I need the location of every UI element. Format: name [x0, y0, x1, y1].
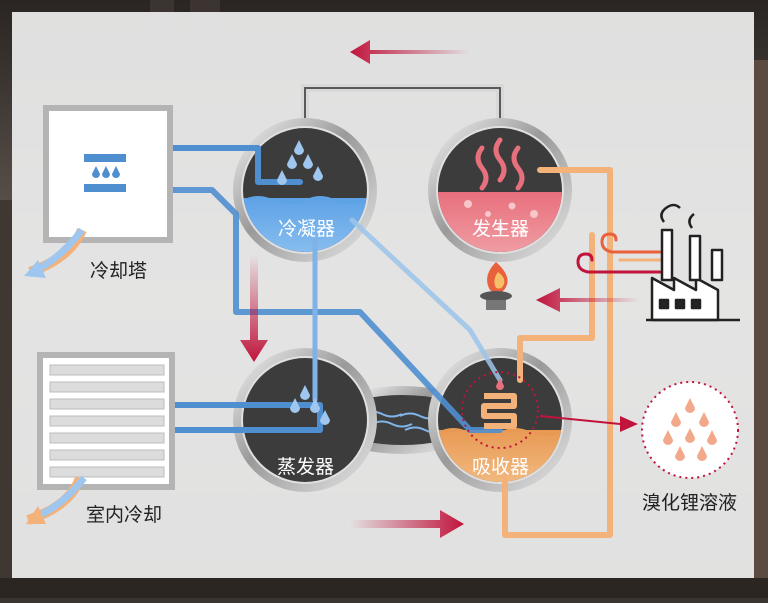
libr-drops-icon	[641, 381, 739, 479]
vapor-pipe	[301, 84, 504, 128]
radiator-icon	[26, 352, 175, 525]
heat-arrow-down	[240, 255, 268, 362]
heat-waves-icon	[475, 137, 525, 191]
heat-arrow-bottom	[350, 510, 464, 538]
factory-icon	[646, 203, 740, 322]
evaporator-absorber-bridge	[355, 386, 450, 454]
generator-tank	[428, 118, 572, 262]
libr-absorber-icon	[461, 371, 539, 449]
water-drops-icon	[277, 140, 323, 185]
generator-label: 发生器	[472, 218, 530, 240]
absorber-tank	[428, 348, 572, 492]
heat-arrow-burner	[536, 288, 640, 312]
libr-solution-label: 溴化锂溶液	[642, 492, 738, 514]
condenser-label: 冷凝器	[278, 218, 336, 240]
evaporator-tank	[233, 348, 377, 492]
water-drops-icon	[290, 385, 330, 425]
smoke-swirl-icon	[576, 232, 662, 274]
cooling-tower-label: 冷却塔	[90, 260, 148, 282]
solution-pipes	[502, 167, 613, 538]
condenser-tank	[233, 118, 377, 262]
indoor-cooling-label: 室内冷却	[86, 504, 163, 526]
libr-pointer-line	[539, 415, 621, 425]
absorber-label: 吸收器	[472, 456, 530, 478]
cooling-tower-unit	[24, 105, 173, 278]
cooling-tower-fan-icon	[84, 154, 126, 192]
heat-arrow-top	[350, 40, 470, 64]
burner-flame-icon	[480, 262, 512, 310]
evaporator-label: 蒸发器	[277, 456, 335, 478]
